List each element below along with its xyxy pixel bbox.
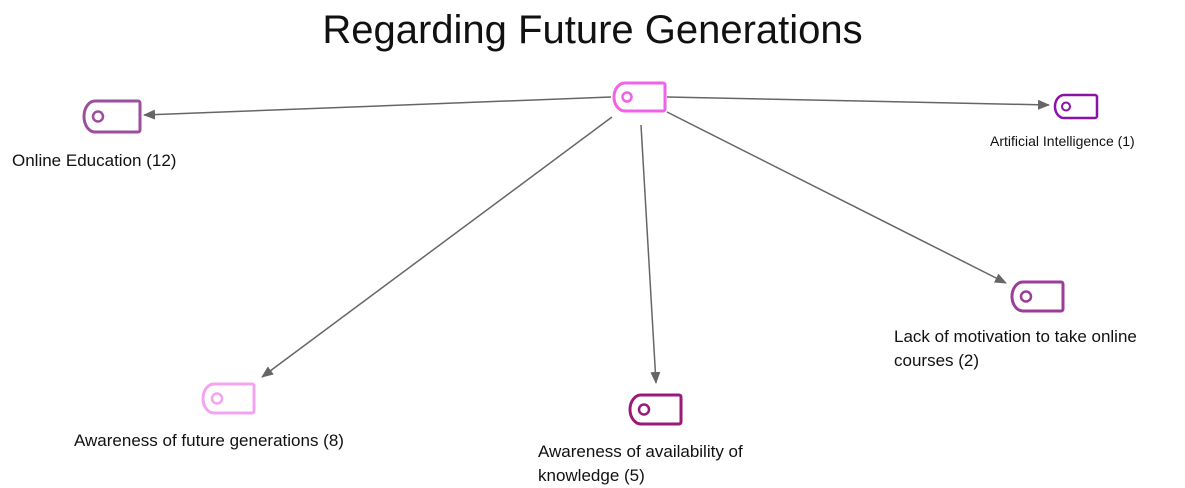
label-awareness-future: Awareness of future generations (8) (74, 431, 344, 450)
tag-icon (1010, 280, 1065, 313)
label-lack-of-motivation: Lack of motivation to take online course… (894, 327, 1137, 370)
tag-icon (82, 99, 142, 134)
node-awareness-future[interactable] (201, 382, 256, 415)
node-lack-of-motivation[interactable] (1010, 280, 1065, 313)
tag-icon (1053, 93, 1099, 120)
label-awareness-availability: Awareness of availability of knowledge (… (538, 442, 743, 485)
edge-online-education (143, 96, 612, 120)
node-awareness-availability[interactable] (628, 393, 683, 426)
node-online-education[interactable] (82, 99, 142, 134)
edge-artificial-intelligence (666, 96, 1050, 110)
root-node[interactable] (612, 81, 667, 113)
label-artificial-intelligence: Artificial Intelligence (1) (990, 133, 1135, 149)
label-online-education: Online Education (12) (12, 151, 177, 170)
diagram-title: Regarding Future Generations (322, 8, 863, 52)
node-artificial-intelligence[interactable] (1053, 93, 1099, 120)
edge-awareness-future (261, 116, 613, 378)
tag-icon (612, 81, 667, 113)
tag-icon (628, 393, 683, 426)
edge-lack-of-motivation (666, 111, 1007, 284)
tag-icon (201, 382, 256, 415)
edges (143, 96, 1050, 384)
edge-awareness-availability (640, 124, 661, 384)
